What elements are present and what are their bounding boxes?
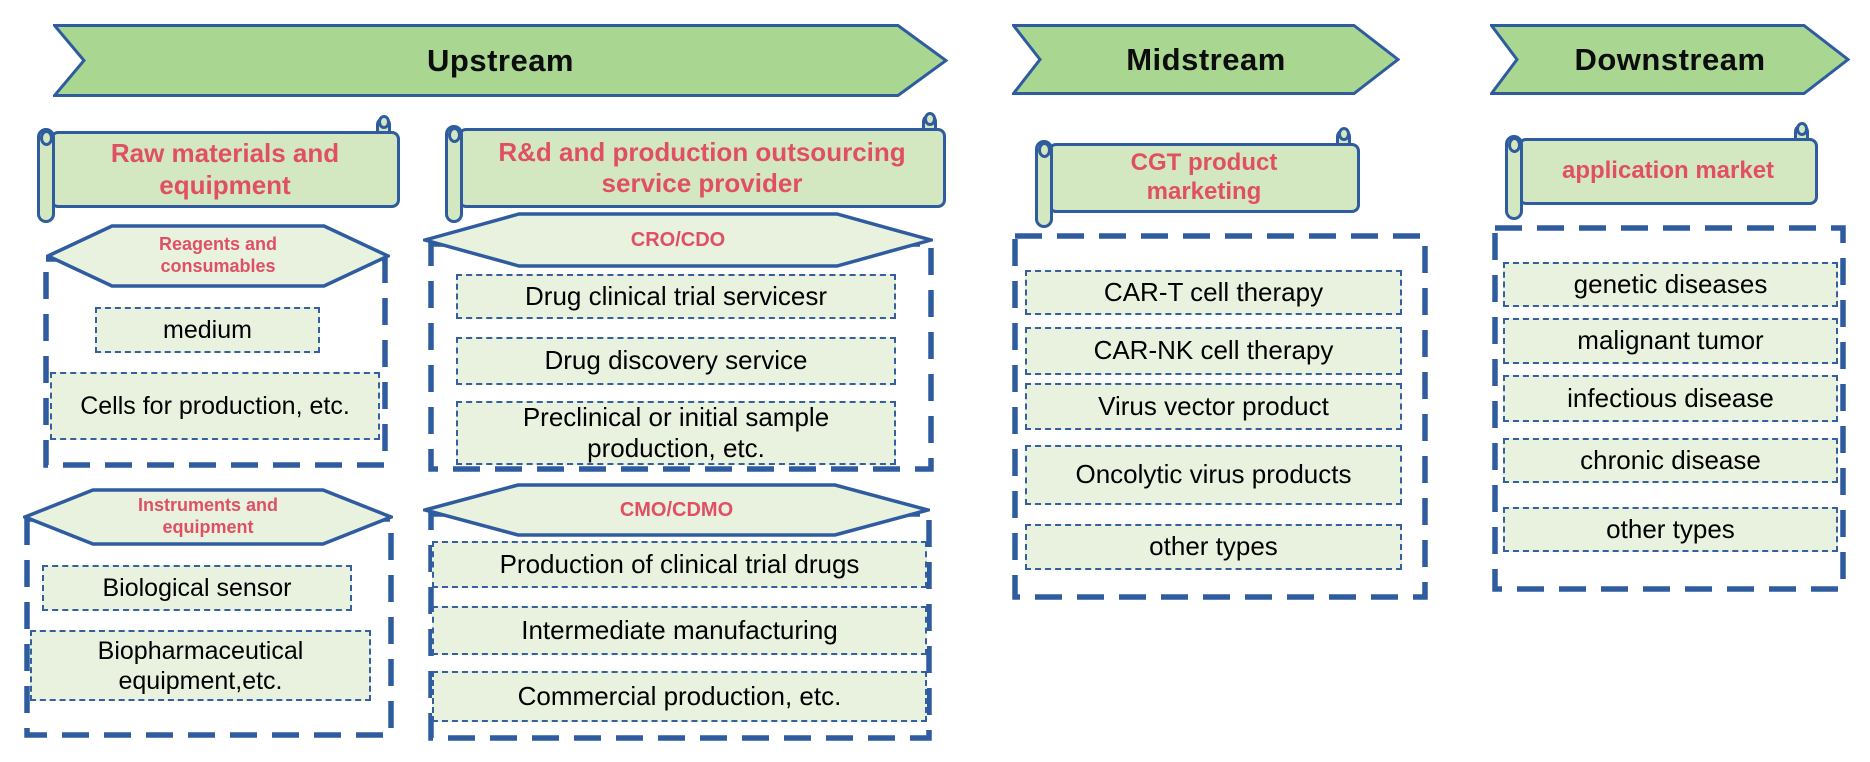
hex-cmo-cdmo: CMO/CDMO (423, 483, 930, 537)
scroll-roll-icon (1035, 140, 1053, 228)
item-cells-for-production: Cells for production, etc. (50, 372, 380, 440)
item-drug-discovery-service: Drug discovery service (456, 337, 896, 385)
hexagon-shape (23, 488, 393, 546)
scroll-title-application-market: application market (1561, 157, 1775, 185)
hexagon-shape (423, 212, 933, 268)
hex-cro-cdo: CRO/CDO (423, 212, 933, 268)
banner-downstream: Downstream (1490, 24, 1850, 95)
item-car-nk-cell-therapy: CAR-NK cell therapy (1025, 327, 1402, 375)
item-intermediate-manufacturing: Intermediate manufacturing (432, 606, 927, 655)
item-biological-sensor: Biological sensor (42, 565, 352, 611)
scroll-title-raw-materials: Raw materials and equipment (110, 138, 340, 200)
item-chronic-disease: chronic disease (1503, 438, 1838, 483)
banner-upstream-label: Upstream (427, 42, 574, 78)
container-cmo-cdmo (428, 511, 932, 741)
item-drug-clinical-trial-services: Drug clinical trial servicesr (456, 274, 896, 319)
scroll-title-cgt-marketing: CGT product marketing (1130, 149, 1278, 205)
item-car-t-cell-therapy: CAR-T cell therapy (1025, 270, 1402, 315)
item-infectious-disease: infectious disease (1503, 375, 1838, 422)
arrow-banner-shape (1012, 24, 1400, 95)
hex-reagents-label: Reagents and consumables (158, 234, 278, 276)
hex-cro-cdo-label: CRO/CDO (630, 229, 726, 251)
scroll-curl-icon (376, 115, 391, 141)
container-application-market (1492, 225, 1846, 592)
banner-midstream: Midstream (1012, 24, 1400, 95)
hex-cmo-cdmo-label: CMO/CDMO (619, 499, 734, 521)
item-other-types-downstream: other types (1503, 507, 1838, 552)
item-medium: medium (95, 307, 320, 353)
hexagon-shape (423, 483, 930, 537)
item-virus-vector-product: Virus vector product (1025, 383, 1402, 430)
hex-instruments: Instruments and equipment (23, 488, 393, 546)
scroll-roll-icon (445, 125, 463, 223)
banner-midstream-label: Midstream (1126, 41, 1286, 77)
item-production-clinical-trial-drugs: Production of clinical trial drugs (432, 541, 927, 588)
scroll-raw-materials: Raw materials and equipment (37, 115, 400, 223)
scroll-roll-icon (1505, 135, 1523, 220)
item-commercial-production: Commercial production, etc. (432, 671, 927, 722)
arrow-banner-shape (53, 24, 948, 97)
scroll-application-market: application market (1505, 122, 1818, 220)
scroll-roll-icon (37, 128, 55, 223)
item-preclinical-sample-production: Preclinical or initial sample production… (456, 401, 896, 465)
container-instruments (24, 516, 394, 738)
container-cgt-products (1012, 233, 1428, 600)
arrow-banner-shape (1490, 24, 1850, 95)
item-genetic-diseases: genetic diseases (1503, 262, 1838, 307)
scroll-cgt-marketing: CGT product marketing (1035, 127, 1360, 228)
hexagon-shape (46, 224, 390, 288)
banner-upstream: Upstream (53, 24, 948, 97)
hex-reagents: Reagents and consumables (46, 224, 390, 288)
scroll-title-outsourcing: R&d and production outsourcing service p… (498, 136, 906, 198)
hex-instruments-label: Instruments and equipment (137, 495, 279, 537)
scroll-outsourcing: R&d and production outsourcing service p… (445, 112, 946, 223)
item-other-types-midstream: other types (1025, 524, 1402, 570)
item-biopharmaceutical-equipment: Biopharmaceutical equipment,etc. (30, 630, 371, 701)
item-oncolytic-virus-products: Oncolytic virus products (1025, 445, 1402, 505)
banner-downstream-label: Downstream (1574, 41, 1766, 77)
item-malignant-tumor: malignant tumor (1503, 318, 1838, 364)
container-cro-cdo (428, 241, 934, 472)
